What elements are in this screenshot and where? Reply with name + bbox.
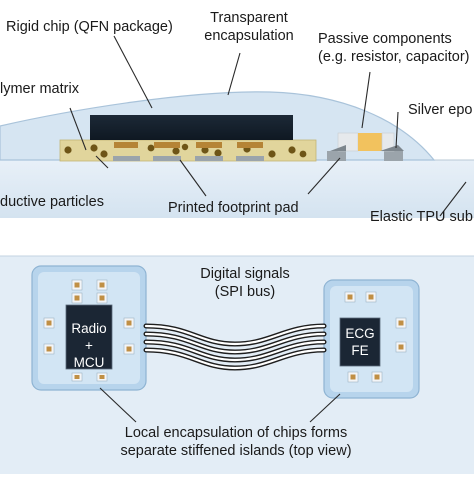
right-pad-1-core xyxy=(347,294,353,300)
chip-contact-pads xyxy=(114,142,263,148)
chip-label-ecg-fe: ECG FE xyxy=(340,325,380,359)
label-caption-line2: separate stiffened islands (top view) xyxy=(120,443,352,459)
printed-footprint-pads xyxy=(113,151,403,161)
label-transparent-encapsulation-line2: encapsulation xyxy=(204,28,294,44)
left-pad-4-core xyxy=(99,295,105,301)
conductive-particles xyxy=(64,143,307,158)
left-pad-10-core xyxy=(99,375,105,379)
label-printed-footprint-pad: Printed footprint pad xyxy=(168,200,299,216)
cross-section-leaders xyxy=(69,35,467,217)
chip-label-ecg-line2: FE xyxy=(351,343,369,358)
left-pad-6-core xyxy=(46,346,52,352)
label-rigid-chip: Rigid chip (QFN package) xyxy=(6,19,173,35)
spi-bus-traces xyxy=(143,323,327,371)
label-elastic-tpu-substrate: Elastic TPU sub xyxy=(370,209,473,225)
top-view xyxy=(0,255,474,474)
right-pad-3-core xyxy=(398,320,404,326)
chip-label-radio-line1: Radio + xyxy=(71,321,107,353)
left-pad-8-core xyxy=(126,346,132,352)
right-chip-body xyxy=(339,317,381,367)
chip-label-radio-mcu: Radio + MCU xyxy=(66,320,112,371)
label-passive-components: Passive components (e.g. resistor, capac… xyxy=(318,30,470,66)
left-pad-9-core xyxy=(74,375,80,379)
chip-label-radio-line2: MCU xyxy=(73,355,105,370)
right-island-pads xyxy=(344,291,407,383)
label-digital-line1: Digital signals xyxy=(200,266,290,282)
right-pad-2-core xyxy=(368,294,374,300)
left-chip-body xyxy=(65,304,113,370)
left-island-pads xyxy=(43,279,135,382)
rigid-qfn-chip xyxy=(90,115,293,140)
left-pad-1-core xyxy=(74,282,80,288)
label-transparent-encapsulation-line1: Transparent xyxy=(210,10,288,26)
left-pad-3-core xyxy=(74,295,80,301)
label-passive-line1: Passive components xyxy=(318,31,452,47)
silver-epoxy xyxy=(330,145,404,151)
chip-label-ecg-line1: ECG xyxy=(345,326,375,341)
label-conductive-particles: ductive particles xyxy=(0,194,104,210)
right-stiffened-island xyxy=(323,279,420,399)
label-silver-epoxy: Silver epo xyxy=(408,102,473,118)
label-passive-line2: (e.g. resistor, capacitor) xyxy=(318,49,470,65)
cross-section-view xyxy=(0,35,474,218)
tpu-substrate xyxy=(0,160,474,218)
right-pad-6-core xyxy=(374,374,380,380)
label-transparent-encapsulation: Transparent encapsulation xyxy=(194,9,304,45)
left-pad-5-core xyxy=(46,320,52,326)
label-digital-signals: Digital signals (SPI bus) xyxy=(188,265,302,301)
label-island-caption: Local encapsulation of chips forms separ… xyxy=(86,424,386,460)
top-view-leaders xyxy=(99,387,341,423)
right-pad-5-core xyxy=(350,374,356,380)
label-polymer-matrix: lymer matrix xyxy=(0,81,79,97)
passive-component xyxy=(337,132,395,152)
label-digital-line2: (SPI bus) xyxy=(214,284,276,300)
left-pad-7-core xyxy=(126,320,132,326)
left-pad-2-core xyxy=(99,282,105,288)
label-caption-line1: Local encapsulation of chips forms xyxy=(124,425,348,441)
right-pad-4-core xyxy=(398,344,404,350)
left-stiffened-island xyxy=(31,265,147,391)
